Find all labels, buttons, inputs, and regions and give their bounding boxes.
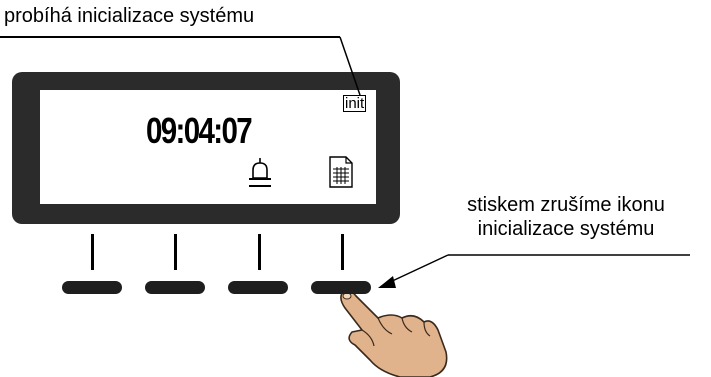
status-label: probíhá inicializace systému	[4, 5, 255, 27]
button-1[interactable]	[62, 281, 122, 294]
callout-arrowhead	[378, 276, 396, 288]
callout-line-1: stiskem zrušíme ikonu	[467, 194, 665, 216]
callout-arrow-shaft	[387, 254, 449, 284]
callout-text: stiskem zrušíme ikonu inicializace systé…	[431, 193, 701, 241]
button-3[interactable]	[228, 281, 288, 294]
bell-icon	[249, 158, 271, 187]
callout-line-2: inicializace systému	[477, 218, 655, 240]
lcd-screen	[40, 90, 376, 204]
status-leader-line	[339, 36, 361, 96]
clock-time: 09:04:07	[146, 110, 253, 151]
init-badge[interactable]: init	[343, 95, 367, 112]
document-icon	[329, 156, 353, 188]
button-3-tick	[258, 234, 261, 270]
button-2[interactable]	[145, 281, 205, 294]
button-4[interactable]	[311, 281, 371, 294]
button-1-tick	[91, 234, 94, 270]
button-4-tick	[341, 234, 344, 270]
hand-icon	[340, 289, 448, 377]
button-2-tick	[174, 234, 177, 270]
status-label-underline	[0, 36, 340, 38]
